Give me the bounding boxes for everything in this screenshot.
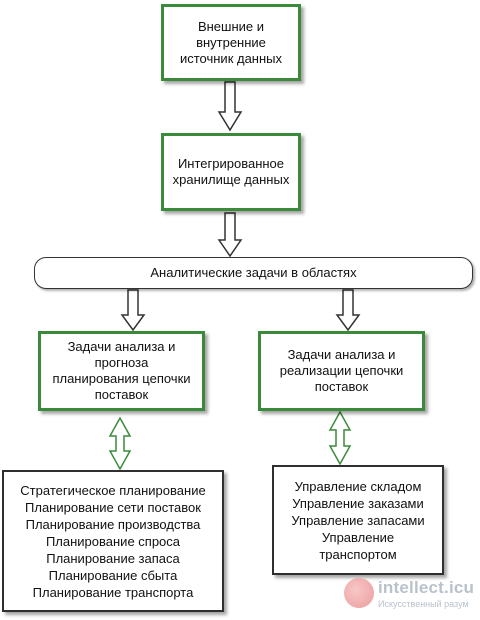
analytic-tasks-bar: Аналитические задачи в областях — [34, 257, 473, 289]
left-list-box: Стратегическое планирование Планирование… — [2, 470, 224, 612]
down-arrow-1 — [217, 81, 243, 132]
warehouse-text: Интегрированное хранилище данных — [172, 156, 290, 187]
left-task-text: Задачи анализа и прогноза планирования ц… — [52, 339, 191, 402]
down-arrow-2 — [217, 212, 243, 258]
down-arrow-3 — [120, 289, 146, 332]
analytic-tasks-text: Аналитические задачи в областях — [150, 265, 357, 280]
right-task-text: Задачи анализа и реализации цепочки пост… — [279, 347, 404, 394]
right-list-box: Управление складом Управление заказами У… — [272, 465, 444, 575]
down-arrow-4 — [335, 289, 361, 332]
watermark-site: intellect.icu — [378, 578, 475, 597]
sources-text: Внешние и внутренние источник данных — [179, 18, 283, 66]
left-task-box: Задачи анализа и прогноза планирования ц… — [38, 331, 205, 411]
double-arrow-right — [328, 410, 352, 466]
brain-logo-icon — [344, 578, 374, 608]
double-arrow-left — [108, 416, 132, 471]
left-list-text: Стратегическое планирование Планирование… — [20, 482, 206, 600]
watermark: intellect.icu Искусственный разум — [344, 578, 480, 616]
watermark-subtitle: Искусственный разум — [378, 599, 469, 609]
right-task-box: Задачи анализа и реализации цепочки пост… — [258, 331, 425, 411]
right-list-text: Управление складом Управление заказами У… — [291, 478, 425, 562]
warehouse-box: Интегрированное хранилище данных — [161, 133, 301, 211]
sources-box: Внешние и внутренние источник данных — [161, 4, 301, 81]
